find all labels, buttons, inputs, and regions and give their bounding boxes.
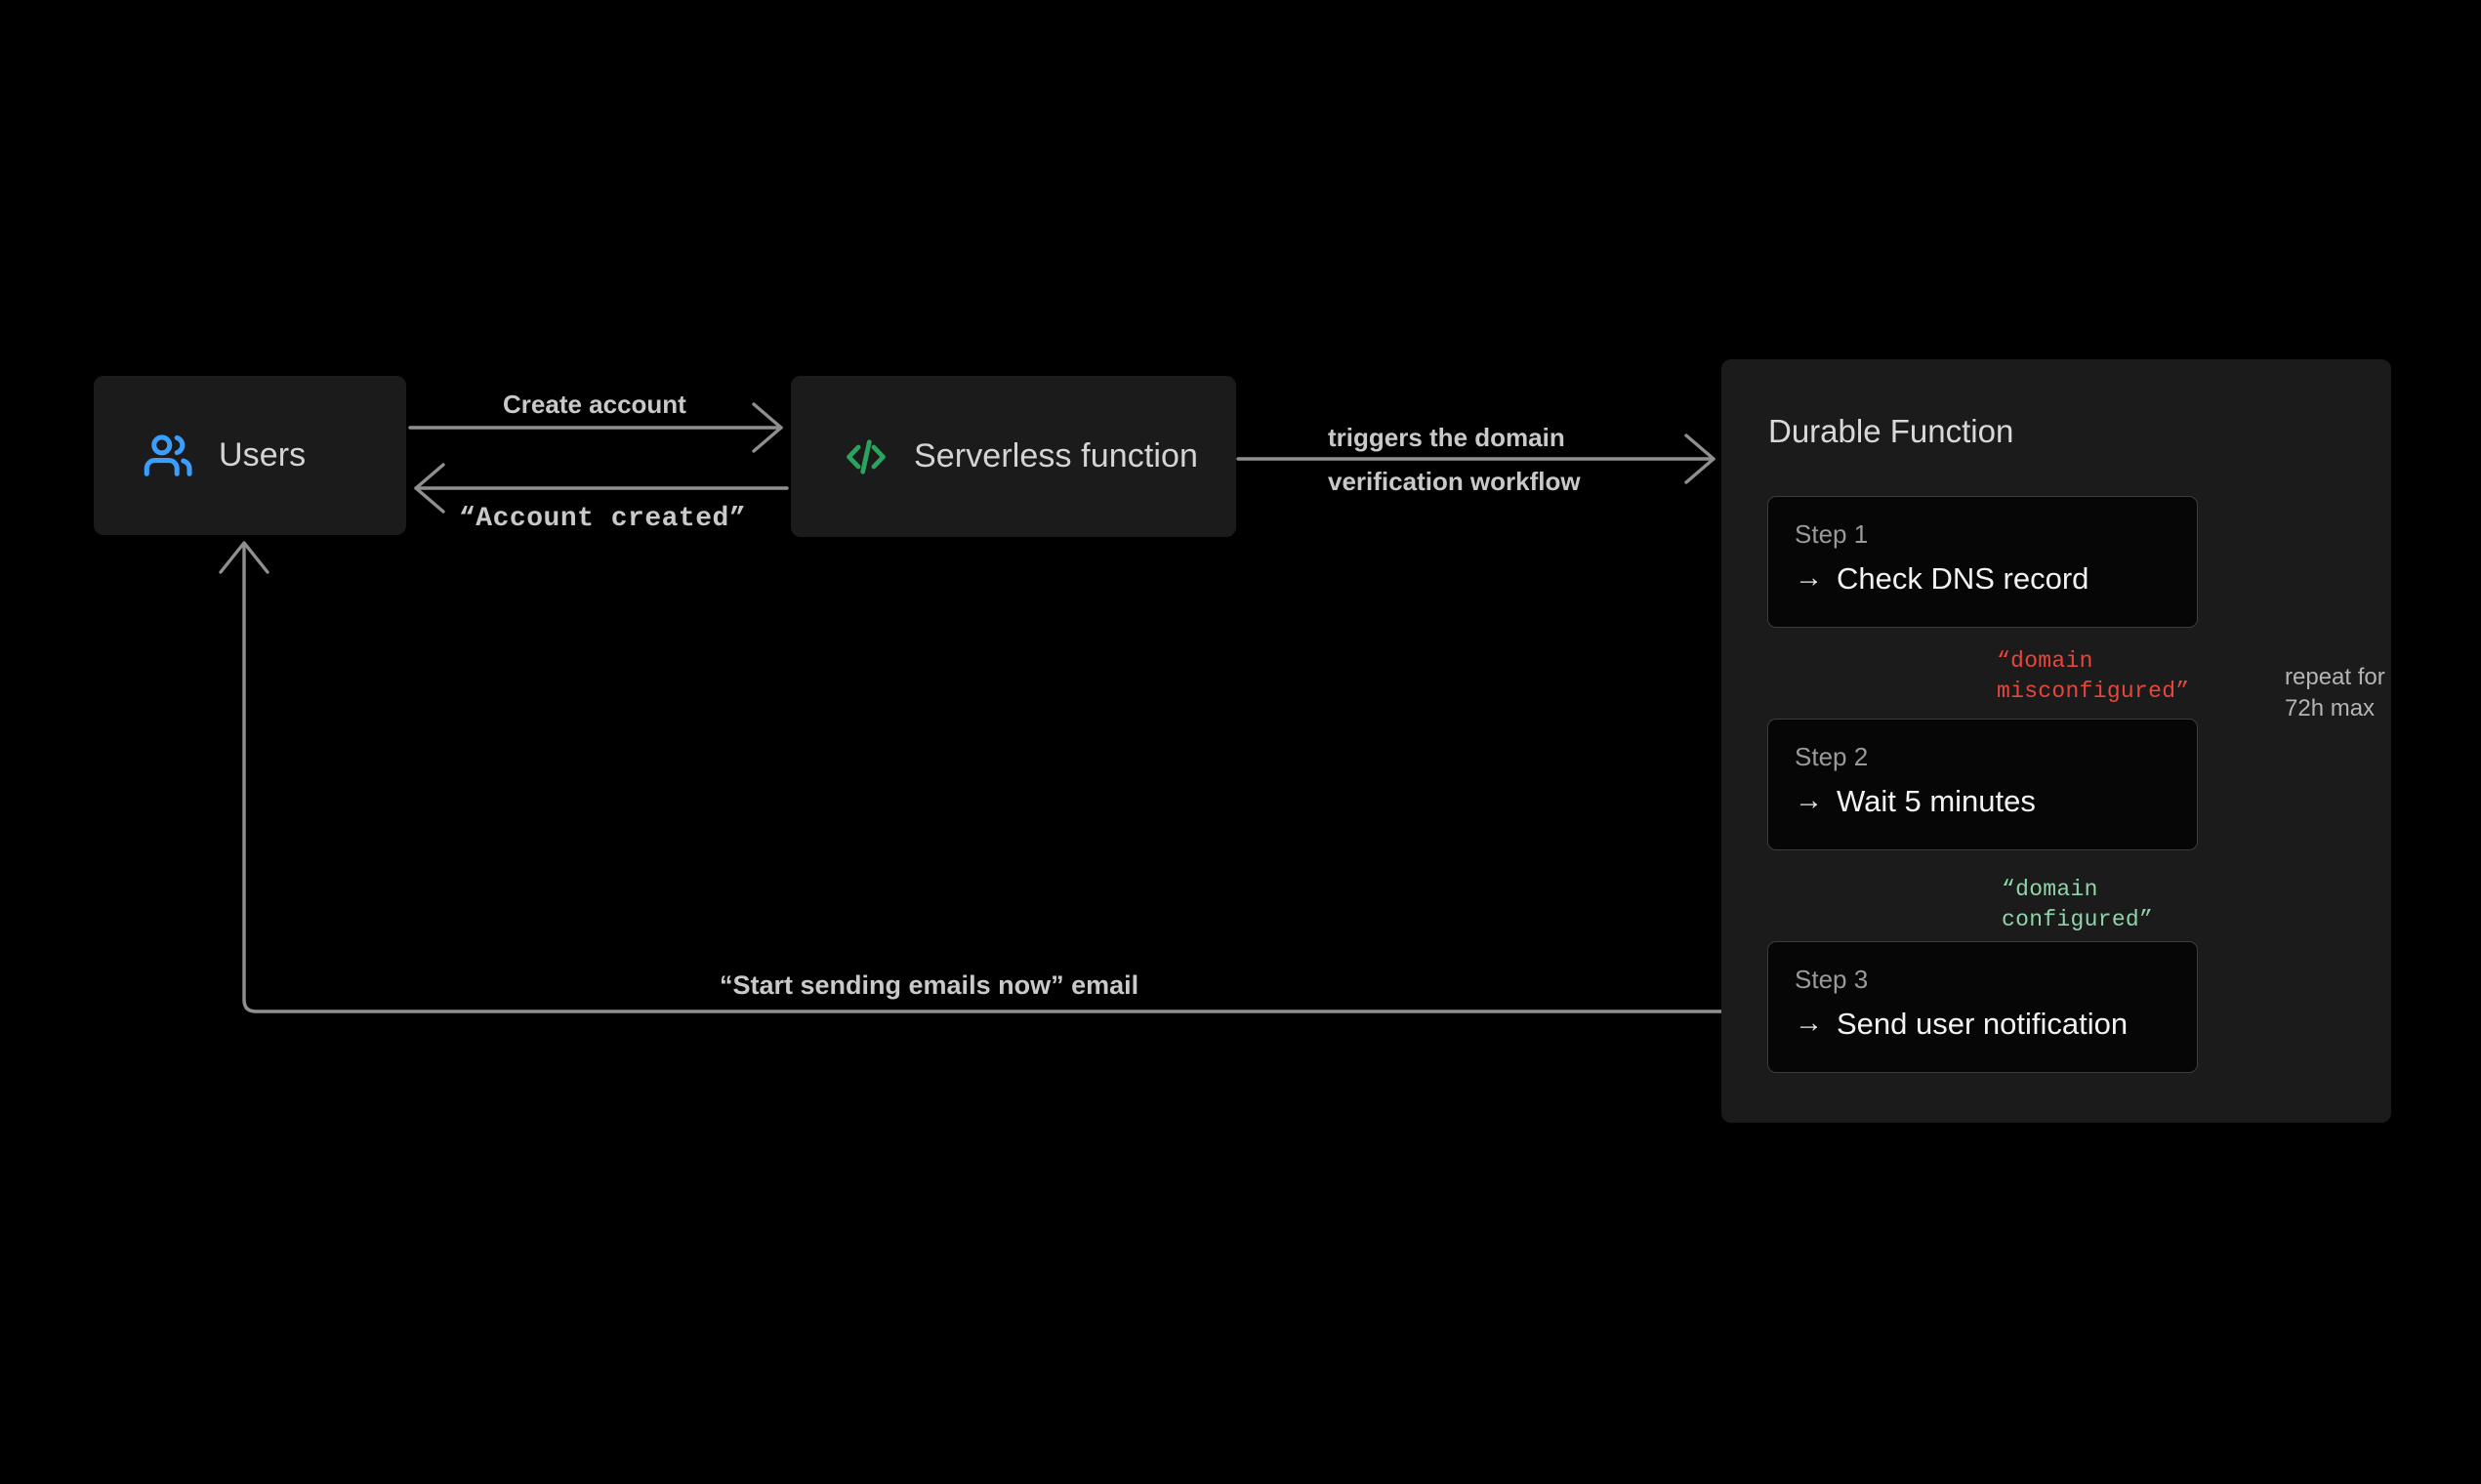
step-kicker: Step 3 (1795, 965, 1869, 994)
node-serverless-label: Serverless function (914, 437, 1199, 474)
branch-label-domain-configured: “domain configured” (2002, 877, 2154, 932)
edge-label-triggers-line2: verification workflow (1328, 467, 1581, 496)
node-users[interactable]: Users (94, 376, 406, 535)
step-text: Send user notification (1837, 1007, 2129, 1041)
step-text: Wait 5 minutes (1837, 784, 2036, 818)
branch-label-domain-misconfigured: “domain misconfigured” (1997, 648, 2190, 704)
edge-label-account-created: “Account created” (459, 504, 747, 534)
node-users-label: Users (219, 436, 307, 474)
edge-send-email-to-users (219, 541, 1769, 1013)
panel-durable-function-title: Durable Function (1768, 413, 2014, 449)
step-card-1[interactable]: Step 1 → Check DNS record (1767, 496, 2198, 628)
step-card-2[interactable]: Step 2 → Wait 5 minutes (1767, 719, 2198, 850)
panel-durable-function[interactable]: Durable Function Step 1 → Check DNS reco… (1721, 359, 2391, 1123)
arrow-right-icon: → (1795, 784, 1823, 816)
step-body: → Send user notification (1795, 1007, 2128, 1042)
step-kicker: Step 1 (1795, 519, 1869, 549)
step-body: → Wait 5 minutes (1795, 784, 2036, 819)
step-card-3[interactable]: Step 3 → Send user notification (1767, 941, 2198, 1073)
step-text: Check DNS record (1837, 561, 2089, 596)
arrow-right-icon: → (1795, 1007, 1823, 1039)
step-kicker: Step 2 (1795, 742, 1869, 771)
loop-note-repeat-72h: repeat for 72h max (2285, 664, 2385, 721)
edge-label-create-account: Create account (503, 390, 686, 419)
edge-label-start-sending-emails: “Start sending emails now” email (720, 970, 1139, 1000)
edge-label-triggers-line1: triggers the domain (1328, 423, 1565, 452)
step-body: → Check DNS record (1795, 561, 2088, 597)
code-brackets-icon (842, 433, 890, 481)
arrow-right-icon: → (1795, 561, 1823, 594)
users-icon (141, 428, 197, 484)
node-serverless-function[interactable]: Serverless function (791, 376, 1236, 537)
